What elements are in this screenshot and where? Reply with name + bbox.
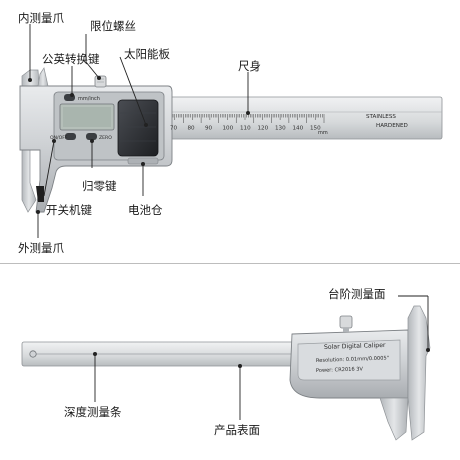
section-divider [0,263,460,264]
scale-number: 90 [205,126,213,132]
moving-inner-jaw [37,67,49,87]
hardened-text: HARDENED [376,123,408,129]
scale-number: 100 [223,126,234,132]
scale-number: 80 [188,126,196,132]
label-step-face: 台阶测量面 [328,287,386,301]
label-depth-rod: 深度测量条 [64,405,122,419]
label-limit-screw: 限位螺丝 [90,19,136,33]
scale-number: 120 [258,126,269,132]
label-unit-switch: 公英转换键 [42,52,100,66]
scale-number: 130 [275,126,286,132]
label-inner-jaw: 内测量爪 [18,11,64,25]
back-title: Solar Digital Caliper [324,342,386,351]
back-label-plate [297,339,401,381]
mm-text: mm [318,130,328,136]
on-off-text: ON/OFF [50,135,68,141]
scale-number: 110 [240,126,251,132]
zero-text: ZERO [99,135,112,141]
scale-numbers: 70 80 90 100 110 120 130 140 150 [170,126,321,132]
zero-button[interactable] [86,133,97,140]
label-zero-key: 归零键 [82,179,117,193]
label-battery: 电池仓 [128,203,163,217]
back-resolution: Resolution: 0.01mm/0.0005'' [316,355,390,364]
power-button[interactable] [65,133,76,140]
label-main-scale: 尺身 [238,59,261,73]
back-power: Power: CR2016 3V [316,366,364,374]
label-solar-panel: 太阳能板 [124,47,170,61]
scale-number: 70 [170,126,178,132]
label-power-key: 开关机键 [46,203,92,217]
scale-number: 150 [310,126,321,132]
scale-number: 140 [293,126,304,132]
back-lower-jaw [379,397,409,441]
stainless-text: STAINLESS [366,114,396,120]
back-fixed-jaw [407,305,431,441]
label-outer-jaw: 外测量爪 [18,241,64,255]
label-surface: 产品表面 [214,423,260,437]
scale-ticks [165,114,325,123]
unit-button-text: mm/inch [78,96,100,102]
solar-panel [117,99,159,157]
back-limit-screw[interactable] [339,315,353,329]
